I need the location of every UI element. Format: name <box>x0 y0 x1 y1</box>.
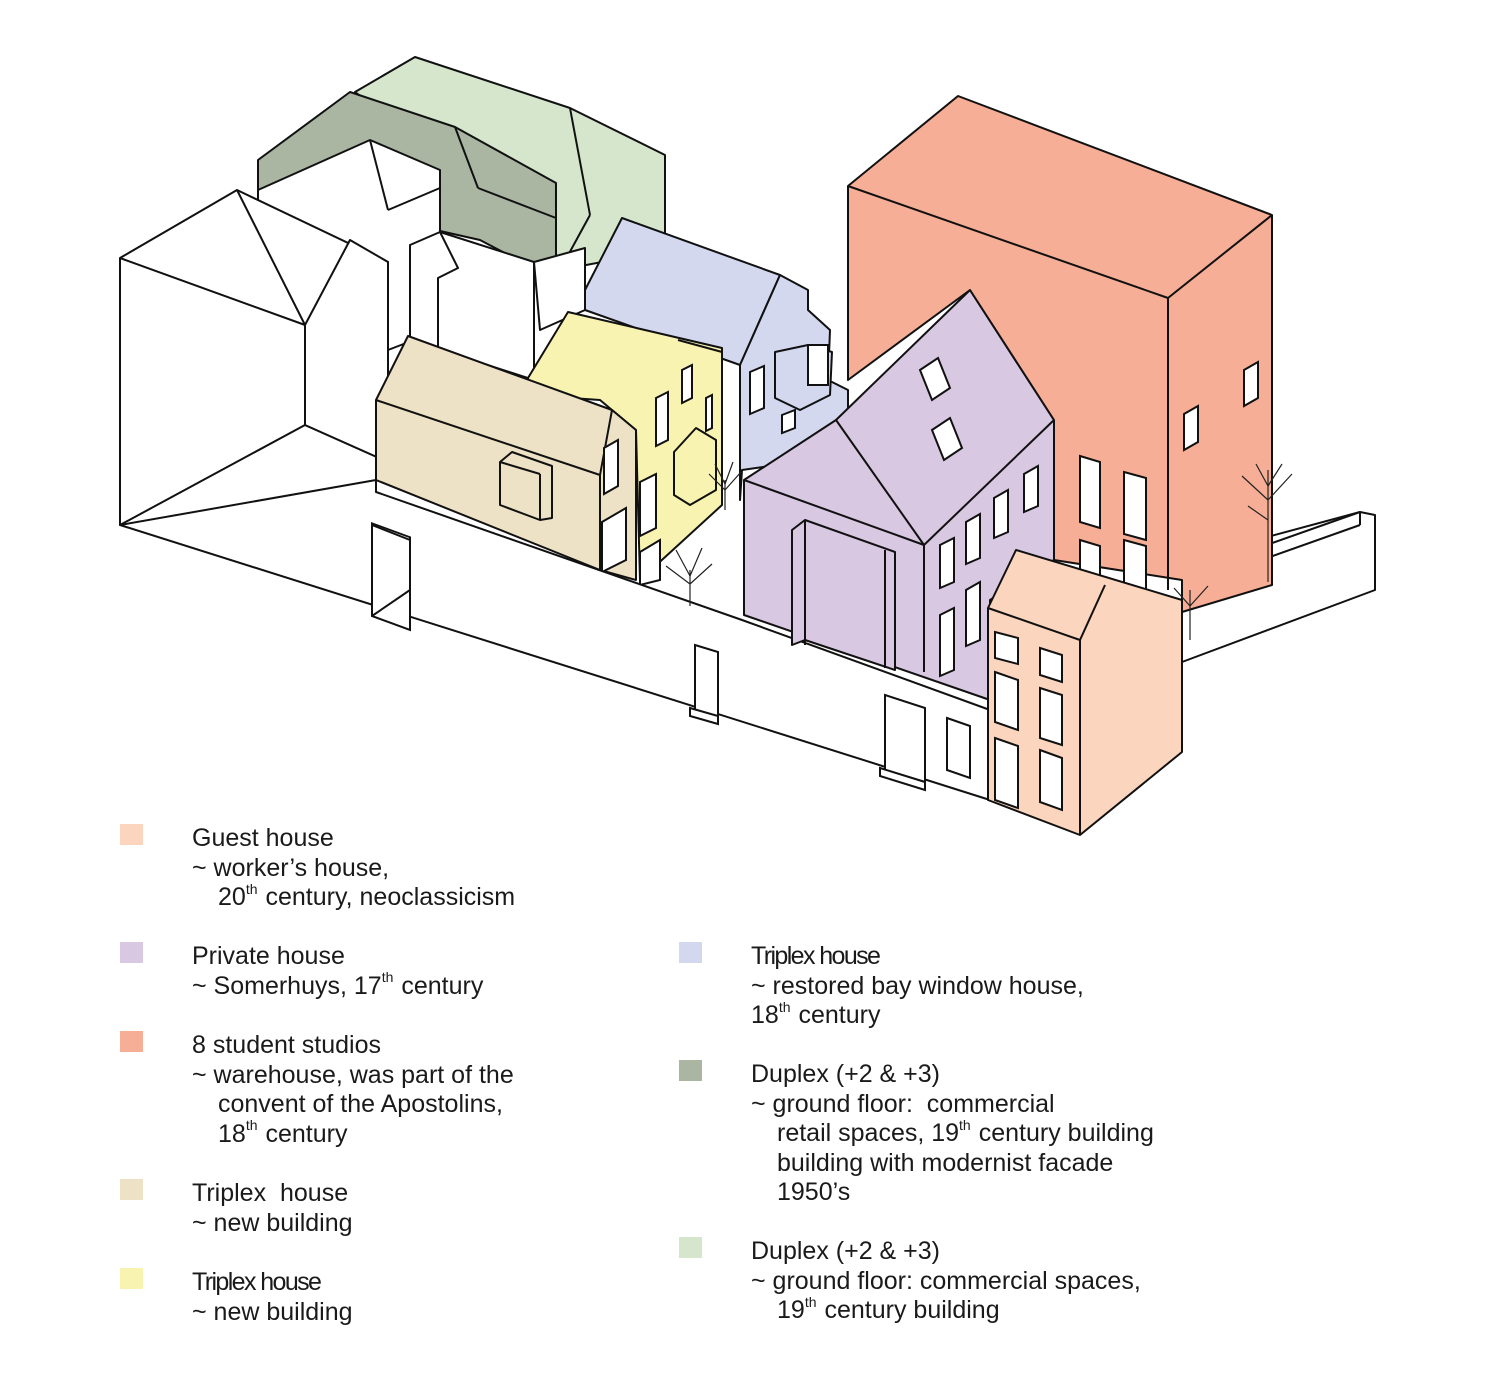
legend-swatch-guest <box>120 824 143 845</box>
white-back-buildings <box>257 139 586 381</box>
triplex-beige-building <box>375 335 637 581</box>
tree-icon <box>1173 585 1209 640</box>
private-house-building <box>743 289 1055 701</box>
legend-swatch-triplex-blue <box>679 942 702 963</box>
legend-swatch-triplex-beige <box>120 1179 143 1200</box>
axonometric-building-diagram <box>119 56 1376 836</box>
legend-line: ~ restored bay window house, <box>751 971 1084 1000</box>
tree-icon <box>665 547 713 606</box>
legend-title: Private house <box>192 942 345 970</box>
legend-title: Triplex house <box>192 1268 322 1296</box>
white-main-mass <box>119 189 389 526</box>
legend-line: ~ new building <box>192 1208 353 1237</box>
triplex-yellow-building <box>527 311 723 587</box>
legend-line: convent of the Apostolins, <box>218 1090 503 1118</box>
legend-line: ~ ground floor: commercial spaces, <box>751 1266 1141 1295</box>
guest-house-building <box>987 549 1183 836</box>
tree-symbols <box>665 461 1293 640</box>
legend-swatch-duplex-light <box>679 1237 702 1258</box>
legend-line: ~ new building <box>192 1297 353 1326</box>
student-studios-building <box>847 95 1273 613</box>
legend-title: 8 student studios <box>192 1031 382 1059</box>
legend-title: Duplex (+2 & +3) <box>751 1060 940 1088</box>
legend-swatch-studios <box>120 1031 143 1052</box>
legend-title: Guest house <box>192 824 334 852</box>
legend-swatch-triplex-yellow <box>120 1268 143 1289</box>
legend-title: Duplex (+2 & +3) <box>751 1237 940 1265</box>
legend-line: ~ worker’s house, <box>192 853 390 882</box>
legend-title: Triplex house <box>192 1179 349 1207</box>
legend-swatch-duplex-dark <box>679 1060 702 1081</box>
legend-line: ~ ground floor: commercial <box>751 1089 1055 1118</box>
legend-title: Triplex house <box>751 942 881 970</box>
tree-icon <box>708 461 742 510</box>
legend-line: building with modernist facade <box>777 1148 1114 1177</box>
tree-icon <box>1241 463 1293 582</box>
legend-swatch-private <box>120 942 143 963</box>
legend-line: ~ warehouse, was part of the <box>192 1060 514 1089</box>
legend-line: 1950’s <box>777 1178 851 1206</box>
